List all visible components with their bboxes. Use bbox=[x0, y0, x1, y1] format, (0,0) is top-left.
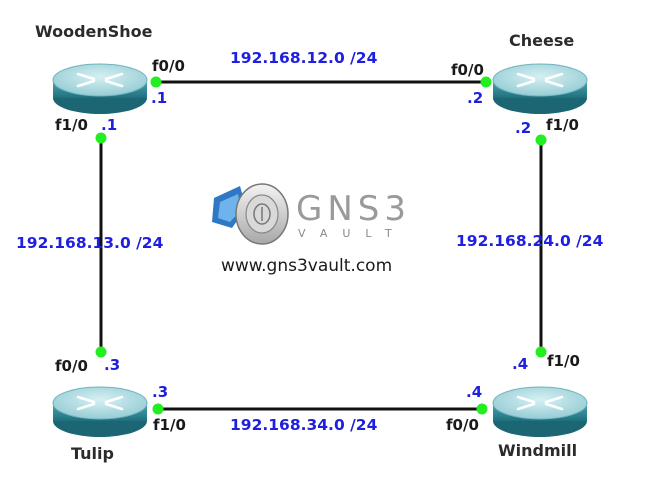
port-dot-woodenshoe-f10 bbox=[95, 132, 107, 144]
iface-windmill-f00: f0/0 bbox=[446, 416, 479, 434]
port-dot-tulip-f00 bbox=[95, 346, 107, 358]
logo-tagline: VAULT bbox=[298, 227, 407, 240]
host-ip-windmill-f10: .4 bbox=[512, 355, 529, 373]
network-label-right: 192.168.24.0 /24 bbox=[456, 232, 604, 250]
router-arrows-icon bbox=[76, 72, 124, 88]
router-arrows-icon bbox=[516, 395, 564, 411]
logo-url[interactable]: www.gns3vault.com bbox=[221, 256, 393, 276]
router-arrows-icon bbox=[516, 72, 564, 88]
router-cheese[interactable] bbox=[492, 63, 588, 114]
router-name-tulip: Tulip bbox=[71, 444, 114, 463]
host-ip-woodenshoe-f10: .1 bbox=[101, 116, 118, 134]
iface-cheese-f00: f0/0 bbox=[451, 61, 484, 79]
network-label-top: 192.168.12.0 /24 bbox=[230, 49, 378, 67]
iface-woodenshoe-f00: f0/0 bbox=[152, 57, 185, 75]
host-ip-cheese-f10: .2 bbox=[515, 119, 532, 137]
host-ip-tulip-f00: .3 bbox=[104, 356, 121, 374]
iface-woodenshoe-f10: f1/0 bbox=[55, 116, 88, 134]
port-dot-tulip-f10 bbox=[152, 403, 164, 415]
network-label-bottom: 192.168.34.0 /24 bbox=[230, 416, 378, 434]
iface-tulip-f10: f1/0 bbox=[153, 416, 186, 434]
router-name-cheese: Cheese bbox=[509, 31, 575, 50]
iface-cheese-f10: f1/0 bbox=[546, 116, 579, 134]
host-ip-tulip-f10: .3 bbox=[152, 383, 169, 401]
iface-windmill-f10: f1/0 bbox=[547, 352, 580, 370]
host-ip-woodenshoe-f00: .1 bbox=[151, 89, 168, 107]
router-woodenshoe[interactable] bbox=[52, 63, 148, 114]
router-tulip[interactable] bbox=[52, 386, 148, 437]
router-name-woodenshoe: WoodenShoe bbox=[35, 22, 153, 41]
port-dot-cheese-f10 bbox=[535, 134, 547, 146]
port-dot-cheese-f00 bbox=[480, 76, 492, 88]
gns3-vault-logo-icon bbox=[212, 183, 289, 245]
router-windmill[interactable] bbox=[492, 386, 588, 437]
port-dot-windmill-f10 bbox=[535, 346, 547, 358]
router-name-windmill: Windmill bbox=[498, 441, 578, 460]
host-ip-windmill-f00: .4 bbox=[466, 383, 483, 401]
port-dot-windmill-f00 bbox=[476, 403, 488, 415]
iface-tulip-f00: f0/0 bbox=[55, 357, 88, 375]
port-dot-woodenshoe-f00 bbox=[150, 76, 162, 88]
logo-wordmark: GNS3 bbox=[296, 189, 411, 229]
router-arrows-icon bbox=[76, 395, 124, 411]
host-ip-cheese-f00: .2 bbox=[467, 89, 484, 107]
network-label-left: 192.168.13.0 /24 bbox=[16, 234, 164, 252]
